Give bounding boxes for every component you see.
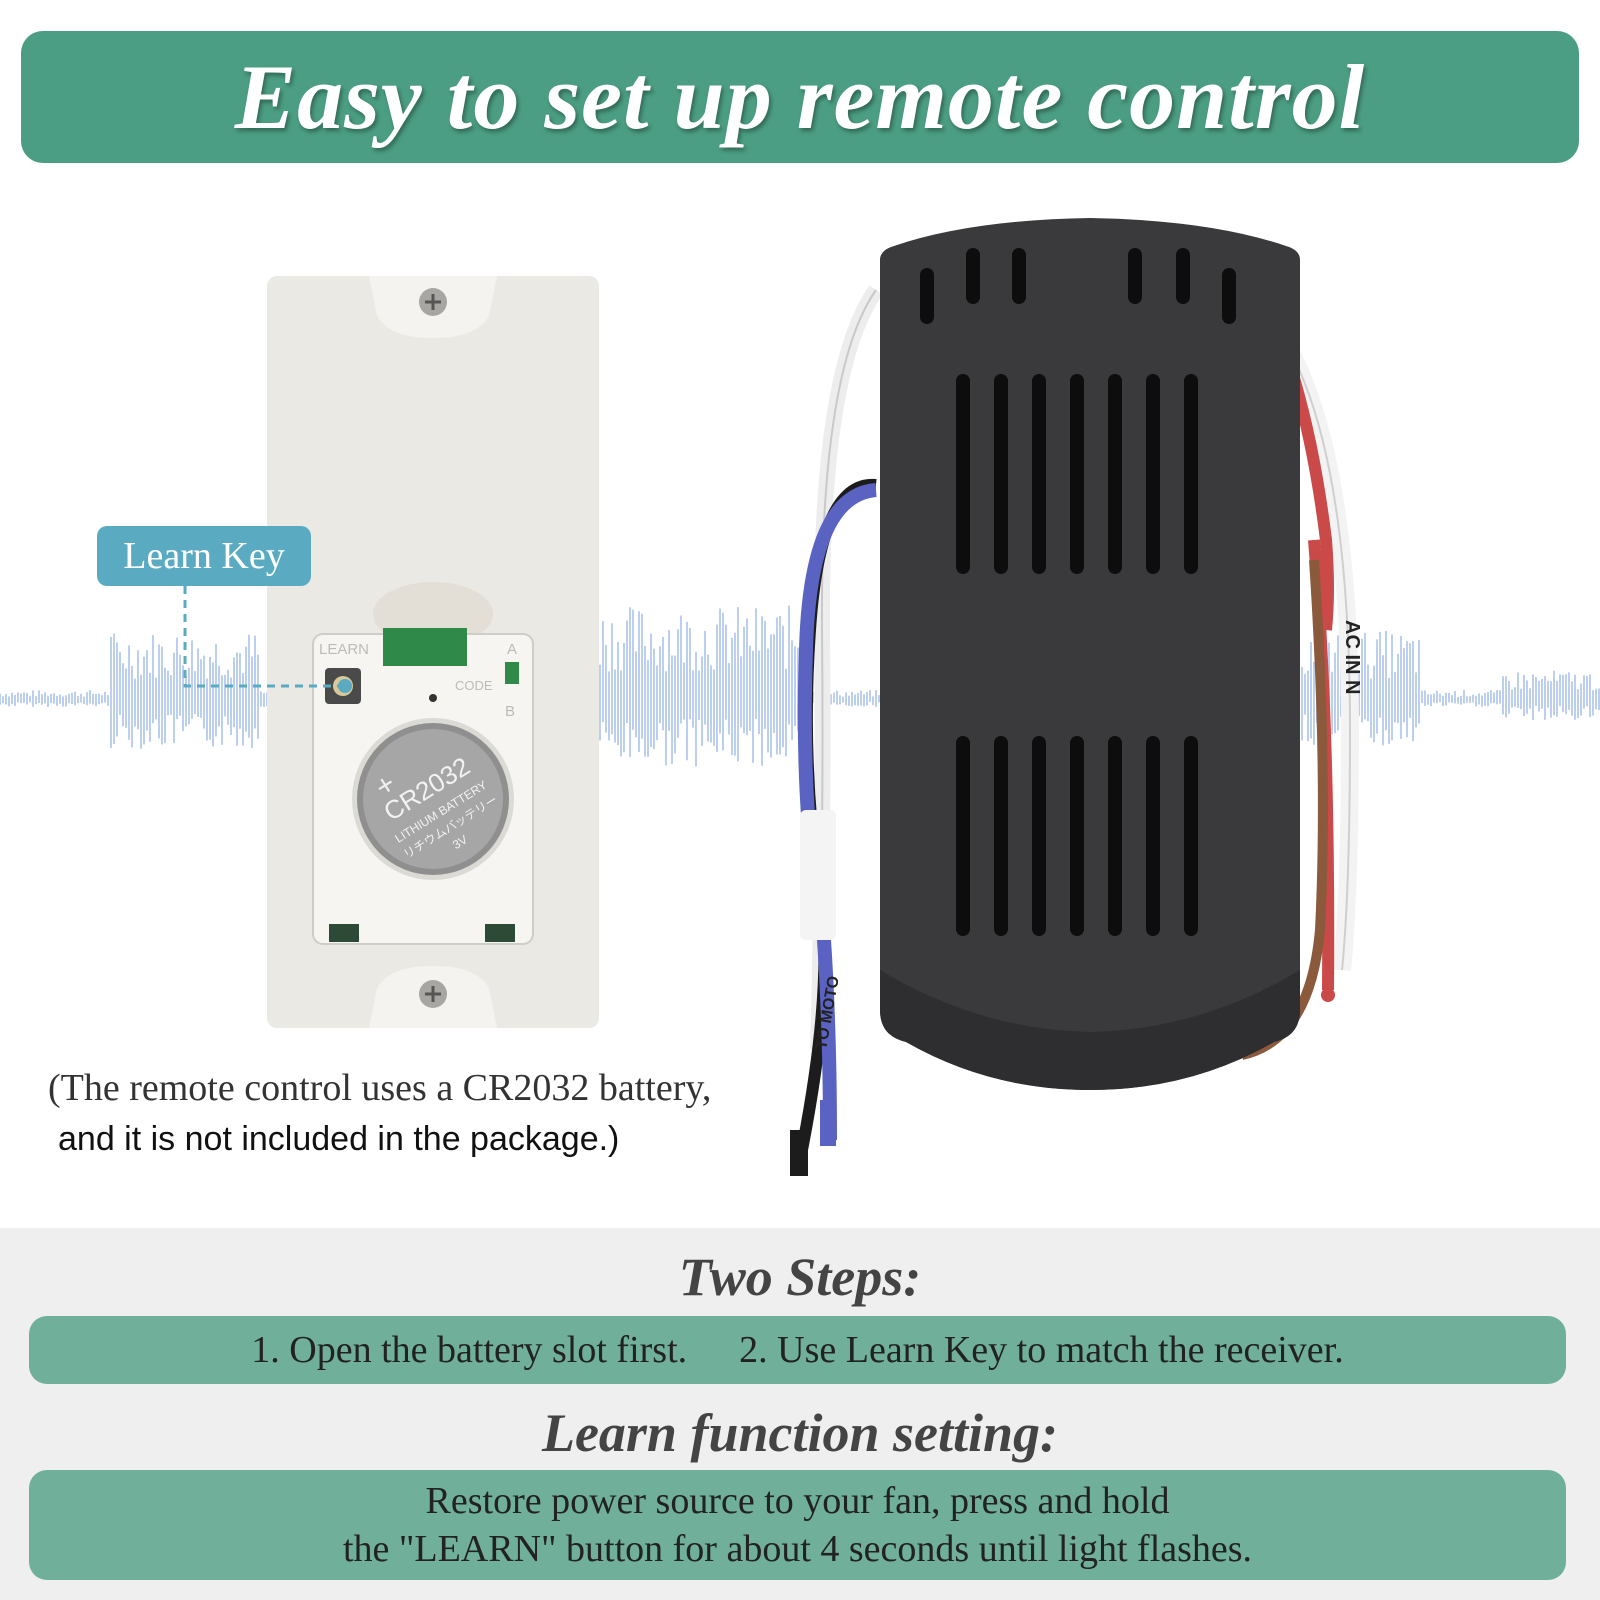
learn-key-leader-line bbox=[183, 586, 352, 693]
two-steps-heading: Two Steps: bbox=[678, 1247, 922, 1307]
vent-slot bbox=[1032, 374, 1046, 574]
blue-wire bbox=[797, 483, 877, 1141]
circuit-board bbox=[383, 628, 467, 666]
svg-text:B: B bbox=[505, 703, 515, 720]
svg-text:3V: 3V bbox=[450, 832, 470, 852]
battery-note-line-2: and it is not included in the package.) bbox=[58, 1120, 620, 1158]
vent-slot bbox=[1012, 248, 1026, 304]
vent-slot bbox=[994, 374, 1008, 574]
vent-slot bbox=[1108, 736, 1122, 936]
vent-slot bbox=[966, 248, 980, 304]
battery-note-line-1: (The remote control uses a CR2032 batter… bbox=[48, 1067, 712, 1109]
learn-function-line-2: the "LEARN" button for about 4 seconds u… bbox=[342, 1528, 1253, 1570]
learn-function-heading: Learn function setting: bbox=[541, 1403, 1059, 1463]
vent-slot bbox=[956, 736, 970, 936]
receiver-vents bbox=[920, 248, 1236, 936]
steps-bar: 1. Open the battery slot first. 2. Use L… bbox=[29, 1316, 1566, 1384]
learn-function-bar: Restore power source to your fan, press … bbox=[29, 1470, 1566, 1580]
vent-slot bbox=[1184, 736, 1198, 936]
vent-slot bbox=[1070, 374, 1084, 574]
remote-control-image: LEARN A CODE B + CR2032 LITHIUM BATTERY … bbox=[267, 276, 599, 1028]
step-2-text: 2. Use Learn Key to match the receiver. bbox=[739, 1329, 1344, 1371]
step-1-text: 1. Open the battery slot first. bbox=[251, 1329, 688, 1371]
vent-slot bbox=[1032, 736, 1046, 936]
ac-in-label: AC IN N bbox=[1341, 620, 1363, 694]
vent-slot bbox=[1108, 374, 1122, 574]
learn-function-line-1: Restore power source to your fan, press … bbox=[425, 1480, 1170, 1522]
title-banner: Easy to set up remote control bbox=[21, 31, 1579, 163]
receiver-image: TO MOTO AC IN N bbox=[790, 218, 1363, 1176]
vent-slot bbox=[1146, 374, 1160, 574]
vent-slot bbox=[1176, 248, 1190, 304]
page-title: Easy to set up remote control bbox=[234, 46, 1366, 148]
vent-slot bbox=[956, 374, 970, 574]
wire-sleeve bbox=[800, 810, 836, 940]
svg-text:A: A bbox=[507, 641, 517, 658]
vent-slot bbox=[1222, 268, 1236, 324]
vent-slot bbox=[1128, 248, 1142, 304]
vent-slot bbox=[994, 736, 1008, 936]
vent-slot bbox=[1184, 374, 1198, 574]
vent-slot bbox=[1146, 736, 1160, 936]
code-print-label: CODE bbox=[455, 678, 493, 693]
learn-key-label: Learn Key bbox=[97, 526, 311, 586]
vent-slot bbox=[920, 268, 934, 324]
vent-slot bbox=[1070, 736, 1084, 936]
learn-print-label: LEARN bbox=[319, 641, 369, 658]
receiver-body bbox=[880, 218, 1300, 1090]
